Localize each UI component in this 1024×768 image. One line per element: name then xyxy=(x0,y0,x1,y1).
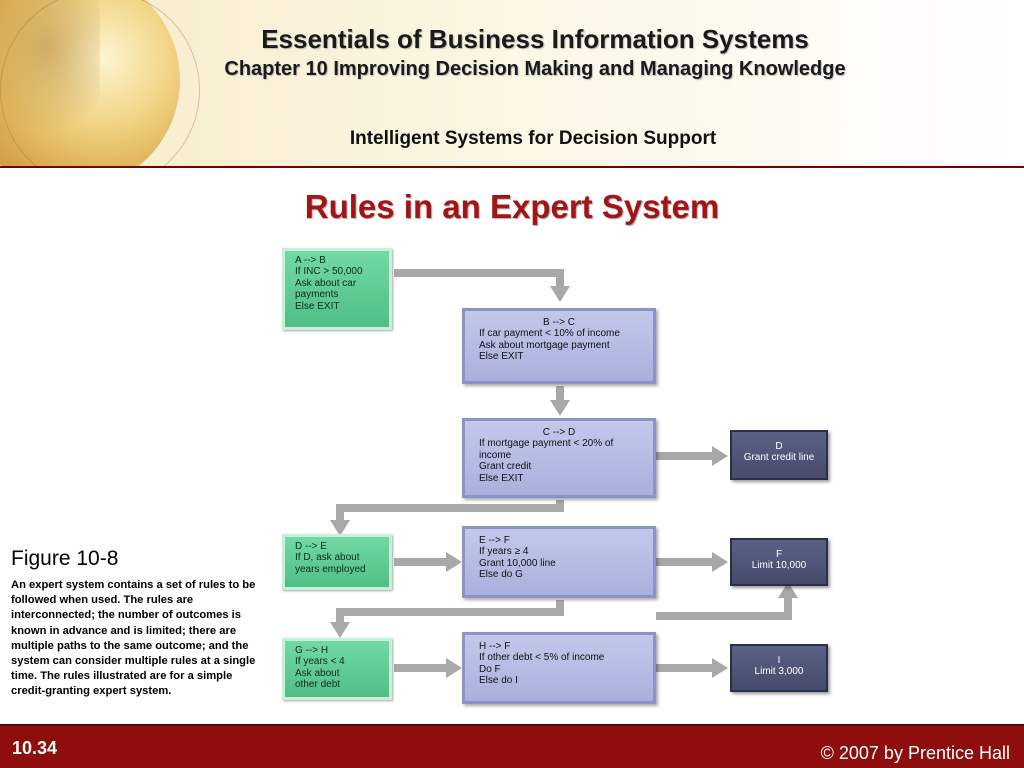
arrowhead-gh xyxy=(330,622,350,638)
rule-e-to-f: E --> F If years ≥ 4 Grant 10,000 line E… xyxy=(462,526,656,598)
arrowhead-f xyxy=(712,552,728,572)
outcome-d: D Grant credit line xyxy=(730,430,828,480)
arrowhead-hf xyxy=(446,658,462,678)
arrow-ef-to-gh xyxy=(336,600,564,624)
arrowhead-ef xyxy=(446,552,462,572)
arrow-c-to-de xyxy=(336,500,564,522)
outcome-f: F Limit 10,000 xyxy=(730,538,828,586)
globe-ring xyxy=(0,0,200,166)
figure-label: Figure 10-8 xyxy=(11,547,119,570)
outcome-i: I Limit 3,000 xyxy=(730,644,828,692)
arrowhead-b xyxy=(550,286,570,302)
course-title: Essentials of Business Information Syste… xyxy=(261,24,809,54)
section-title: Intelligent Systems for Decision Support xyxy=(349,128,717,149)
arrowhead-d xyxy=(712,446,728,466)
figure-description: An expert system contains a set of rules… xyxy=(11,579,256,698)
arrowhead-i xyxy=(712,658,728,678)
rule-g-to-h: G --> H If years < 4 Ask about other deb… xyxy=(282,638,392,700)
arrowhead-c xyxy=(550,400,570,416)
header-band: Essentials of Business Information Syste… xyxy=(0,0,1024,168)
rule-b-to-c: B --> C If car payment < 10% of income A… xyxy=(462,308,656,384)
connector-arrows xyxy=(330,269,798,678)
rule-d-to-e: D --> E If D, ask about years employed xyxy=(282,534,392,590)
rule-c-to-d: C --> D If mortgage payment < 20% of inc… xyxy=(462,418,656,498)
arrowhead-f-up xyxy=(778,582,798,598)
slide-title: Rules in an Expert System xyxy=(304,188,720,225)
rule-a-to-b: A --> B If INC > 50,000 Ask about car pa… xyxy=(282,248,392,330)
slide-number: 10.34 xyxy=(12,738,58,758)
arrow-hf-up-to-f xyxy=(656,596,792,620)
arrow-a-to-b xyxy=(394,269,564,288)
arrowhead-de xyxy=(330,520,350,536)
rule-h-to-f: H --> F If other debt < 5% of income Do … xyxy=(462,632,656,704)
footer-bar: 10.34 © 2007 by Prentice Hall xyxy=(0,724,1024,768)
chapter-title: Chapter 10 Improving Decision Making and… xyxy=(224,58,846,80)
copyright-notice: © 2007 by Prentice Hall xyxy=(820,743,1010,763)
expert-system-diagram: A --> B If INC > 50,000 Ask about car pa… xyxy=(276,244,832,710)
